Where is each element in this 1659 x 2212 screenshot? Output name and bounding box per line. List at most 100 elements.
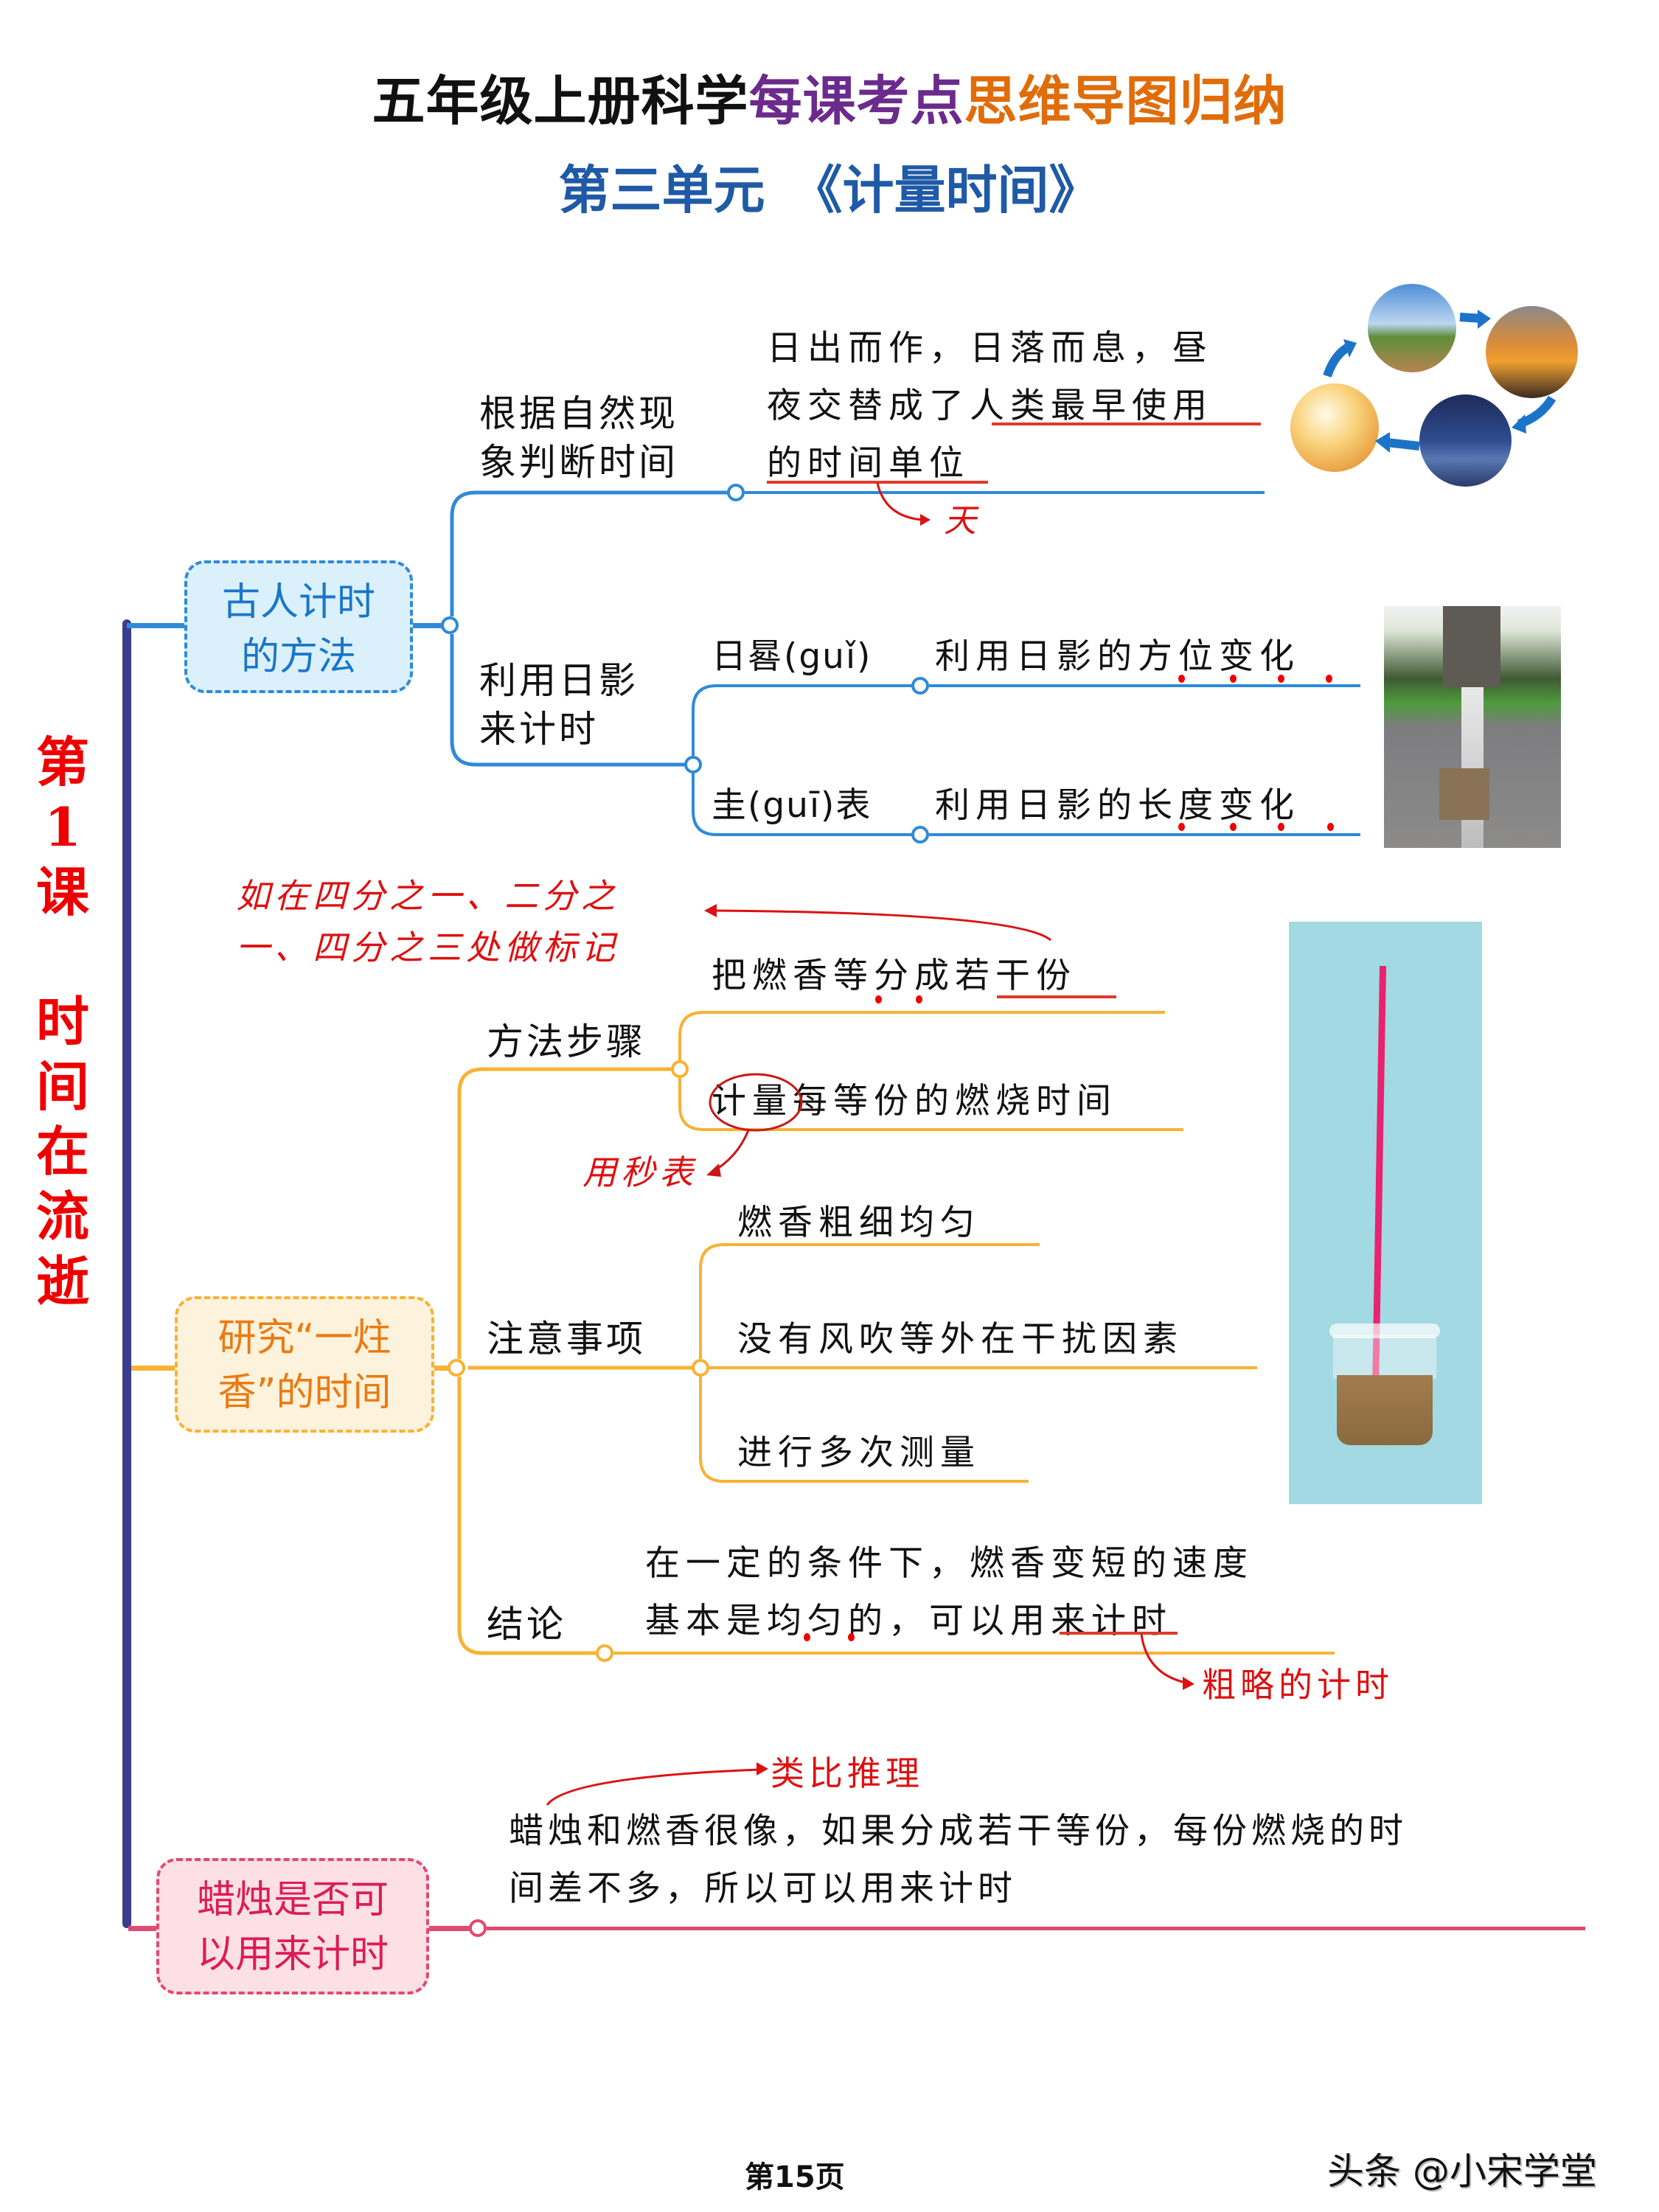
- topic-incense-time[interactable]: 研究“一炷 香”的时间: [175, 1296, 434, 1433]
- lesson-label: 第 1 课 时 间 在 流 逝: [29, 730, 96, 1314]
- leaf-candle-explanation: 蜡烛和燃香很像，如果分成若干等份，每份燃烧的时 间差不多，所以可以用来计时: [509, 1803, 1408, 1918]
- topic-ancient-timekeeping[interactable]: 古人计时 的方法: [184, 560, 413, 693]
- underline-mark: [992, 422, 1261, 425]
- leaf-text-part: 夜交替成了: [767, 386, 970, 426]
- annotation-rough-timing: 粗略的计时: [1202, 1665, 1394, 1705]
- guibiao-photo: [1384, 606, 1561, 848]
- unit-subtitle: 第三单元 《计量时间》: [558, 160, 1101, 220]
- annotation-stopwatch: 用秒表: [582, 1152, 698, 1192]
- subtopic-text: 象判断时间: [479, 441, 678, 484]
- topic-text: 香”的时间: [218, 1371, 392, 1415]
- lesson-char: 在: [35, 1120, 89, 1183]
- sundial-name: 日晷(guǐ): [712, 636, 872, 677]
- connector: [487, 1927, 1585, 1930]
- topic-text: 古人计时: [221, 580, 375, 625]
- topic-text: 研究“一炷: [218, 1316, 392, 1360]
- junction-node: [692, 1359, 709, 1377]
- guibiao-name: 圭(guī)表: [712, 785, 872, 826]
- junction-node: [596, 1644, 613, 1662]
- title-part-3: 思维导图归纳: [964, 70, 1287, 132]
- subtopic-conclusion: 结论: [487, 1603, 566, 1646]
- leaf-text-emphasis: 人类最早使用: [970, 386, 1213, 426]
- annotation-mark-positions: 如在四分之一、二分之 一、四分之三处做标记: [236, 870, 619, 973]
- subtopic-sun-shadow: 利用日影 来计时: [479, 656, 639, 754]
- lesson-char: 逝: [35, 1250, 89, 1312]
- day-night-cycle-image: [1290, 273, 1607, 494]
- junction-node: [469, 1919, 487, 1937]
- lesson-char: 第: [35, 731, 89, 793]
- leaf-text: 蜡烛和燃香很像，如果分成若干等份，每份燃烧的时: [509, 1811, 1408, 1851]
- lesson-char: 课: [35, 860, 89, 923]
- guibiao-desc: 利用日影的长度变化: [935, 785, 1300, 826]
- topic-text: 的方法: [240, 635, 356, 679]
- page-number: 第15页: [745, 2160, 845, 2194]
- lesson-char: 间: [35, 1055, 89, 1118]
- subtopic-text: 来计时: [479, 708, 599, 751]
- leaf-uniform-thickness: 燃香粗细均匀: [737, 1203, 981, 1243]
- title-part-1: 五年级上册科学: [372, 70, 749, 132]
- emphasis-dot: [848, 1633, 855, 1641]
- annotation-text: 如在四分之一、二分之: [236, 876, 619, 916]
- connector: [434, 1366, 456, 1371]
- subtopic-natural-phenomena: 根据自然现 象判断时间: [479, 389, 678, 487]
- subtopic-precautions: 注意事项: [487, 1318, 646, 1360]
- subtopic-method-steps: 方法步骤: [487, 1020, 646, 1063]
- connector: [429, 1926, 473, 1931]
- junction-node: [671, 1060, 689, 1078]
- subtopic-text: 根据自然现: [479, 392, 678, 435]
- title-part-2: 每课考点: [748, 70, 964, 132]
- emphasis-dot: [916, 995, 922, 1004]
- junction-node: [911, 677, 929, 695]
- leaf-text: 每等份的燃烧时间: [793, 1081, 1117, 1121]
- junction-node: [441, 616, 459, 634]
- connector: [413, 623, 442, 628]
- leaf-text: 在一定的条件下，燃香变短的速度: [645, 1543, 1253, 1584]
- topic-text: 以用来计时: [196, 1933, 389, 1977]
- leaf-no-wind: 没有风吹等外在干扰因素: [737, 1319, 1183, 1360]
- emphasis-dot: [804, 1633, 810, 1641]
- leaf-text: 间差不多，所以可以用来计时: [509, 1868, 1017, 1909]
- leaf-text: 夜交替成了人类最早使用: [767, 378, 1213, 435]
- emphasis-dot: [875, 995, 882, 1004]
- junction-node: [684, 756, 702, 773]
- leaf-measure-time: 计量每等份的燃烧时间: [712, 1073, 1117, 1130]
- incense-photo: [1289, 922, 1482, 1504]
- junction-node: [727, 484, 745, 501]
- lesson-char: 流: [35, 1185, 89, 1248]
- annotation-text: 一、四分之三处做标记: [236, 928, 619, 967]
- underline-mark: [767, 481, 988, 484]
- emphasis-dot: [1278, 823, 1284, 831]
- emphasis-dot: [1278, 675, 1284, 683]
- annotation-analogy: 类比推理: [771, 1753, 924, 1793]
- connector-branch-3: [128, 1926, 158, 1931]
- junction-node: [911, 826, 929, 844]
- leaf-text: 的时间单位: [767, 443, 970, 484]
- leaf-text: 日出而作，日落而息，昼: [767, 328, 1213, 369]
- watermark: 头条 @小宋学堂: [1327, 2150, 1597, 2193]
- subtopic-text: 利用日影: [479, 659, 639, 702]
- emphasis-dot: [1230, 675, 1237, 683]
- leaf-text-part: 基本是均匀的，可以: [645, 1601, 1010, 1641]
- leaf-multiple-measurements: 进行多次测量: [737, 1433, 981, 1473]
- leaf-conclusion: 在一定的条件下，燃香变短的速度 基本是均匀的，可以用来计时: [645, 1535, 1253, 1650]
- topic-candle-timekeeping[interactable]: 蜡烛是否可 以用来计时: [156, 1858, 429, 1994]
- annotation-day: 天: [944, 502, 981, 540]
- connector-branch-1: [127, 623, 186, 628]
- lesson-char: 时: [35, 990, 89, 1053]
- emphasis-dot: [1178, 823, 1185, 831]
- emphasis-dot: [1230, 823, 1237, 831]
- circled-keyword: 计量: [712, 1081, 793, 1121]
- junction-node: [448, 1359, 465, 1377]
- page-title: 五年级上册科学每课考点思维导图归纳: [0, 58, 1659, 135]
- underline-mark: [1060, 1632, 1178, 1635]
- sundial-desc: 利用日影的方位变化: [935, 636, 1300, 677]
- emphasis-dot: [1178, 675, 1185, 683]
- lesson-char: 1: [44, 796, 82, 858]
